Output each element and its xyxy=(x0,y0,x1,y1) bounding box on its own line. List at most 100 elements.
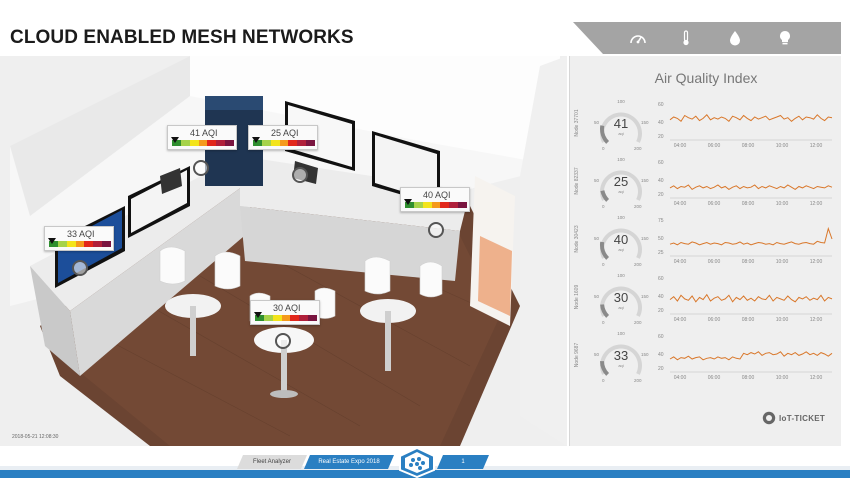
aqi-scale-segment xyxy=(84,241,94,247)
node-name: Node 37701 xyxy=(574,109,580,137)
aqi-gauge: 30 aqi 100 50 150 0 200 xyxy=(590,272,652,330)
aqi-card[interactable]: 41 AQI xyxy=(167,125,237,150)
gauge-tick-q1: 50 xyxy=(594,352,600,357)
aqi-panel: Air Quality Index Node 37701 41 aqi 100 … xyxy=(569,56,841,446)
gauge-tick-max: 200 xyxy=(634,378,642,383)
sparkline-y-tick: 60 xyxy=(658,160,664,166)
header: CLOUD ENABLED MESH NETWORKS xyxy=(0,0,850,56)
tab-air-quality[interactable] xyxy=(613,22,663,54)
sparkline-y-tick: 40 xyxy=(658,120,664,126)
aqi-scale-segment xyxy=(93,241,103,247)
sparkline-y-tick: 20 xyxy=(658,366,664,372)
panel-title: Air Quality Index xyxy=(654,70,758,86)
node-name: Node 30423 xyxy=(574,225,580,253)
sparkline-x-tick: 04:00 xyxy=(674,375,687,381)
gauge-tick-max-mid: 100 xyxy=(617,99,625,104)
crumb-page-number[interactable]: 1 xyxy=(437,455,489,469)
node-row[interactable]: Node 9687 33 aqi 100 50 150 0 200 60 40 20… xyxy=(570,330,842,388)
aqi-value: 33 AQI xyxy=(67,229,95,239)
aqi-gauge: 40 aqi 100 50 150 0 200 xyxy=(590,214,652,272)
aqi-scale-segment xyxy=(413,202,423,208)
aqi-value: 30 AQI xyxy=(273,303,301,313)
gauge-dial xyxy=(599,228,642,260)
aqi-card[interactable]: 25 AQI xyxy=(248,125,318,150)
sparkline-y-tick: 20 xyxy=(658,192,664,198)
gauge-tick-max: 200 xyxy=(634,320,642,325)
aqi-value: 40 AQI xyxy=(423,190,451,200)
aqi-card[interactable]: 40 AQI xyxy=(400,187,470,212)
node-name: Node 1609 xyxy=(574,284,580,310)
gauge-icon xyxy=(630,35,646,44)
tab-light[interactable] xyxy=(760,22,810,54)
gauge-tick-q3: 150 xyxy=(641,352,649,357)
sensor-marker[interactable] xyxy=(292,167,308,183)
sparkline-x-tick: 08:00 xyxy=(742,375,755,381)
gauge-tick-min: 0 xyxy=(602,146,605,151)
aqi-value: 25 AQI xyxy=(271,128,299,138)
aqi-scale-segment xyxy=(263,315,273,321)
node-label-wrap: Node 82337 xyxy=(572,160,582,206)
node-label-wrap: Node 1609 xyxy=(572,276,582,322)
sparkline-x-tick: 12:00 xyxy=(810,259,823,265)
node-label-wrap: Node 9687 xyxy=(572,334,582,380)
sparkline-y-tick: 50 xyxy=(658,236,664,242)
sparkline-x-tick: 04:00 xyxy=(674,317,687,323)
tab-temperature[interactable] xyxy=(661,22,711,54)
gauge-tick-max: 200 xyxy=(634,146,642,151)
gauge-value: 41 xyxy=(613,116,629,131)
crumb-fleet-analyzer[interactable]: Fleet Analyzer xyxy=(237,455,307,469)
aqi-scale-segment xyxy=(290,315,300,321)
aqi-indicator-arrow xyxy=(404,199,412,205)
aqi-value: 41 AQI xyxy=(190,128,218,138)
sparkline-x-tick: 06:00 xyxy=(708,317,721,323)
sensor-marker[interactable] xyxy=(275,333,291,349)
aqi-card[interactable]: 33 AQI xyxy=(44,226,114,251)
aqi-scale-segment xyxy=(288,140,298,146)
sparkline-x-tick: 12:00 xyxy=(810,317,823,323)
gauge-tick-q3: 150 xyxy=(641,120,649,125)
aqi-scale-segment xyxy=(272,315,282,321)
sparkline-y-tick: 20 xyxy=(658,134,664,140)
sparkline-series xyxy=(669,293,833,303)
aqi-scale-segment xyxy=(306,140,316,146)
sensor-marker[interactable] xyxy=(428,222,444,238)
sparkline-y-tick: 40 xyxy=(658,352,664,358)
aqi-scale-segment xyxy=(49,241,58,247)
gauge-tick-max: 200 xyxy=(634,204,642,209)
gauge-dial xyxy=(600,112,642,144)
sensor-marker[interactable] xyxy=(72,260,88,276)
aqi-scale-segment xyxy=(279,140,289,146)
tab-humidity[interactable] xyxy=(710,22,760,54)
gauge-value: 40 xyxy=(613,232,629,247)
aqi-scale-segment xyxy=(308,315,318,321)
aqi-scale-segment xyxy=(198,140,208,146)
aqi-scale-segment xyxy=(172,140,181,146)
aqi-scale-segment xyxy=(207,140,217,146)
sparkline-y-tick: 60 xyxy=(658,334,664,340)
sparkline-y-tick: 40 xyxy=(658,178,664,184)
crumb-real-estate-expo[interactable]: Real Estate Expo 2018 xyxy=(304,455,394,469)
thermometer-icon xyxy=(683,30,689,46)
aqi-scale-segment xyxy=(440,202,450,208)
sensor-marker[interactable] xyxy=(193,160,209,176)
aqi-card[interactable]: 30 AQI xyxy=(250,300,320,325)
aqi-scale-segment xyxy=(57,241,67,247)
aqi-scale-segment xyxy=(255,315,264,321)
aqi-color-scale xyxy=(253,140,316,146)
aqi-indicator-arrow xyxy=(48,238,56,244)
aqi-scale-segment xyxy=(75,241,85,247)
gauge-tick-max-mid: 100 xyxy=(617,215,625,220)
gauge-tick-min: 0 xyxy=(602,378,605,383)
aqi-scale-segment xyxy=(281,315,291,321)
home-hex-button[interactable] xyxy=(397,446,437,478)
sparkline-series xyxy=(669,226,833,246)
aqi-gauge: 33 aqi 100 50 150 0 200 xyxy=(590,330,652,388)
gauge-tick-q1: 50 xyxy=(594,236,600,241)
